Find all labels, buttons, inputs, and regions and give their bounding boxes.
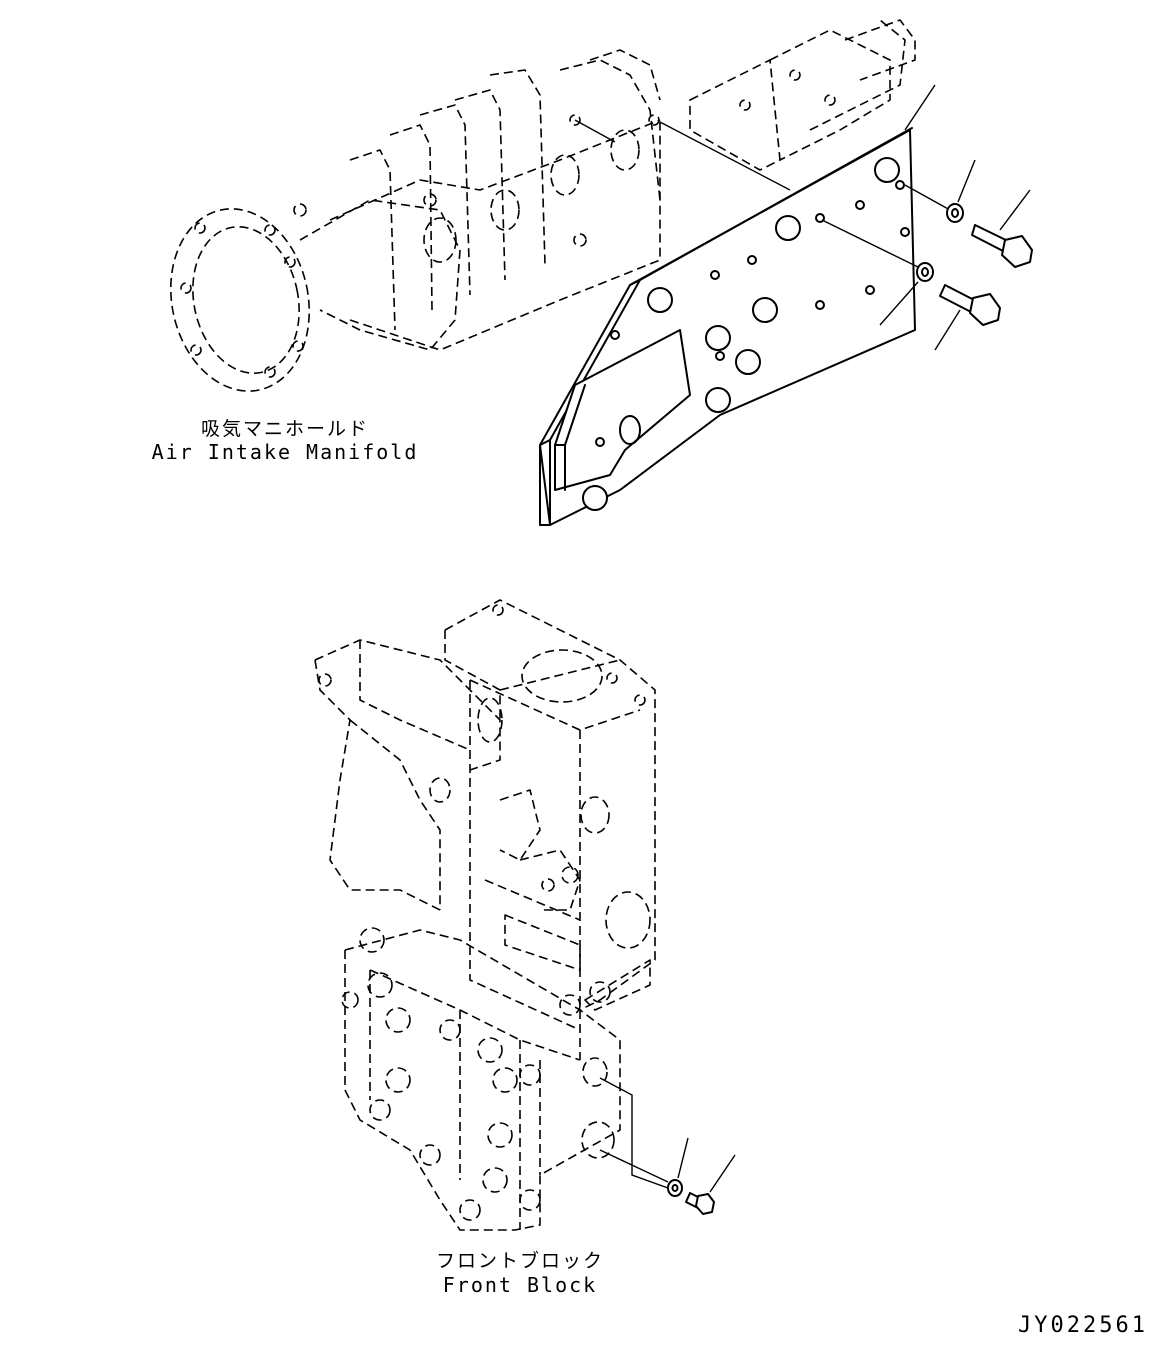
plate-holes: [595, 180, 910, 447]
bracket-drawing: [689, 19, 916, 171]
lower-bolt-drawing: [685, 1192, 715, 1215]
front-block-drawing: [314, 599, 656, 1231]
air-intake-manifold-drawing: [169, 49, 661, 392]
manifold-label-jp: 吸気マニホールド: [200, 418, 369, 440]
front-block-label-jp: フロントブロック: [435, 1250, 604, 1272]
plate-bosses: [582, 157, 900, 511]
front-block-label-en: Front Block: [442, 1273, 598, 1297]
mounting-plate-drawing: [539, 127, 916, 526]
callout-leaders-lower: [677, 1137, 736, 1193]
manifold-label-en: Air Intake Manifold: [151, 440, 419, 464]
callout-leaders-upper: [879, 84, 1031, 351]
lower-washer-drawing: [667, 1179, 683, 1197]
drawing-code: JY022561: [1018, 1313, 1148, 1338]
washer-drawing: [916, 203, 964, 282]
bolt-drawing: [939, 224, 1033, 326]
